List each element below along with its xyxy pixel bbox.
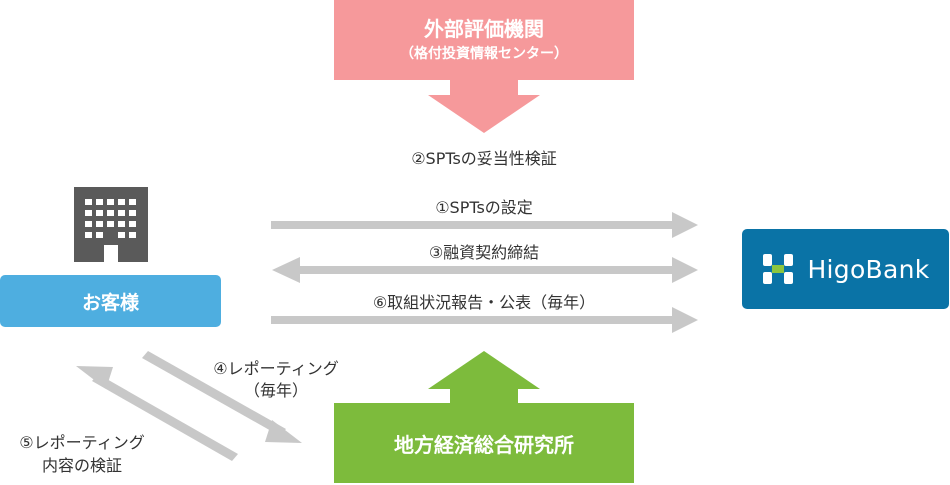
customer-label: お客様 <box>81 291 139 314</box>
reporting-label-line2: （毎年） <box>243 381 309 400</box>
bank-box: HigoBank <box>742 229 949 309</box>
external-evaluator-box: 外部評価機関 （格付投資情報センター） <box>334 0 634 80</box>
financing-arrow <box>272 257 698 283</box>
verify-content-label-line2: 内容の検証 <box>41 456 123 475</box>
reporting-label-line1: ④レポーティング <box>213 359 339 378</box>
verify-down-arrow <box>428 80 540 133</box>
institute-label: 地方経済総合研究所 <box>394 432 574 457</box>
bank-name: HigoBank <box>807 254 930 284</box>
institute-box: 地方経済総合研究所 <box>334 403 634 483</box>
external-evaluator-title: 外部評価機関 <box>424 17 544 41</box>
verify-content-arrow <box>76 366 238 461</box>
verify-content-label-line1: ⑤レポーティング <box>19 433 145 452</box>
higobank-logo-icon <box>763 254 794 284</box>
setting-arrow <box>271 212 698 238</box>
report-public-arrow <box>271 307 698 333</box>
customer-box: お客様 <box>0 275 221 327</box>
building-icon <box>74 187 148 262</box>
setting-label: ①SPTsの設定 <box>435 198 533 217</box>
report-public-label: ⑥取組状況報告・公表（毎年） <box>372 293 596 312</box>
verify-label: ②SPTsの妥当性検証 <box>411 149 557 168</box>
report-up-arrow <box>428 351 540 403</box>
financing-label: ③融資契約締結 <box>428 243 540 262</box>
reporting-arrow <box>142 351 302 443</box>
external-evaluator-subtitle: （格付投資情報センター） <box>400 46 568 62</box>
